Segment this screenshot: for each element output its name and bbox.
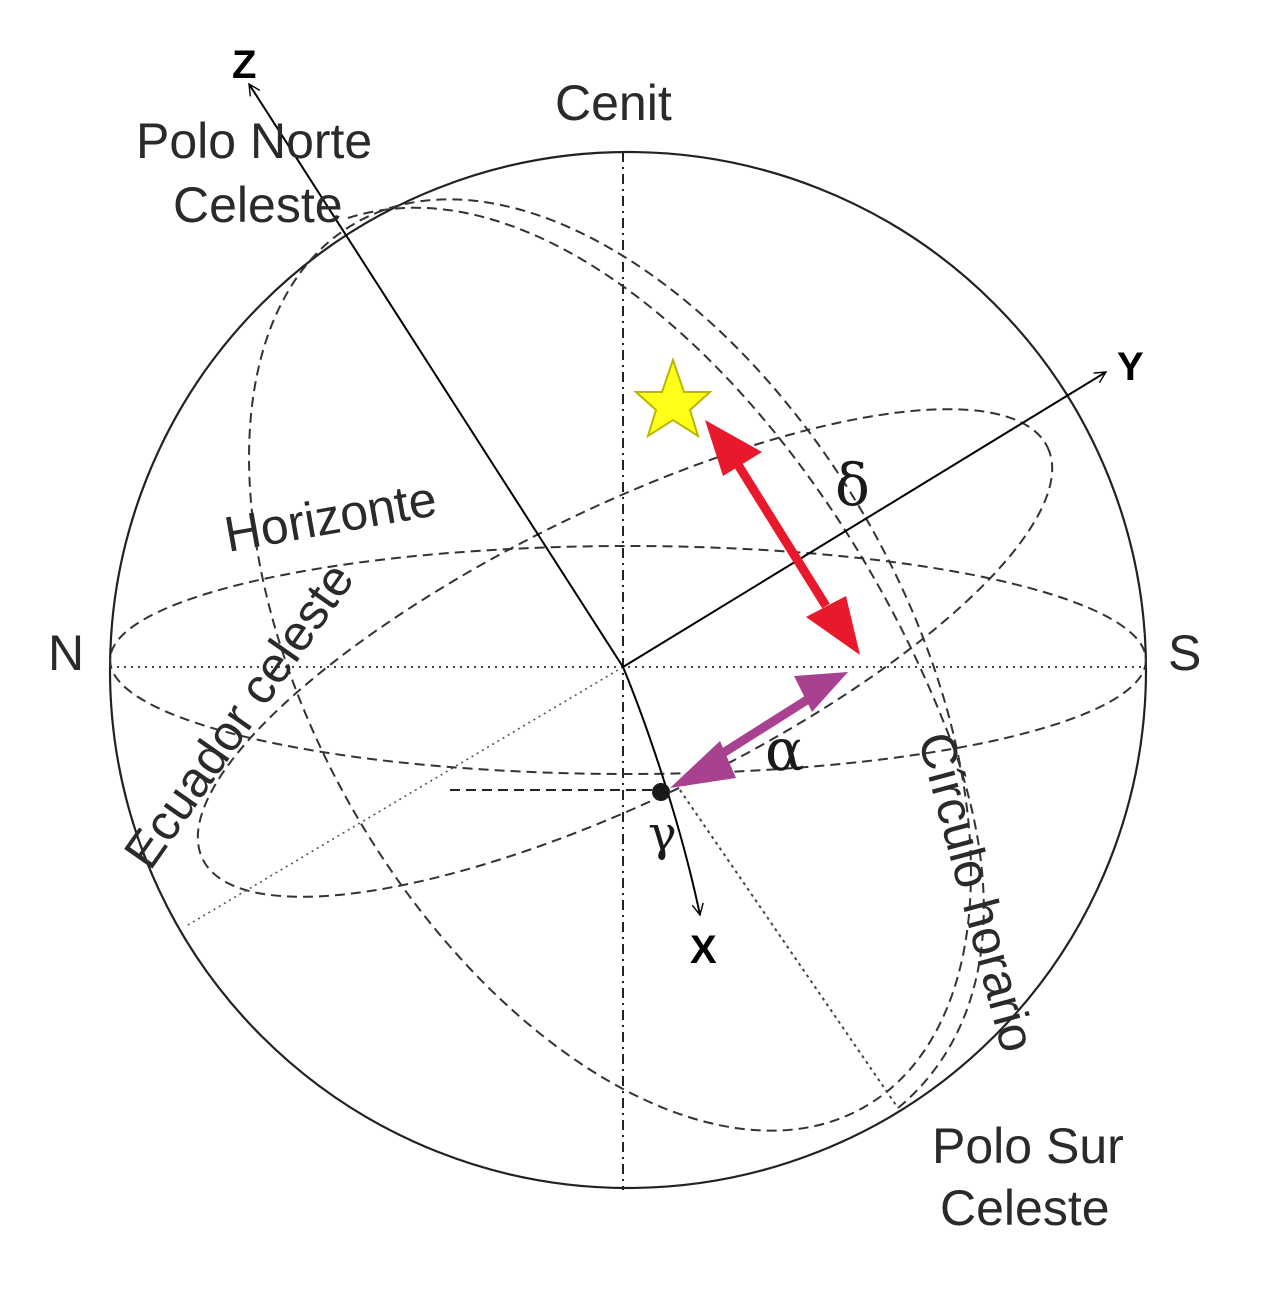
meridian-ellipse	[248, 198, 972, 1132]
center-to-equator-line	[187, 666, 624, 926]
south-pole-label-line2: Celeste	[940, 1180, 1110, 1236]
y-axis-label: Y	[1117, 345, 1144, 389]
zenith-label: Cenit	[555, 75, 672, 131]
south-label: S	[1168, 625, 1201, 681]
hour-circle-path	[347, 206, 985, 1109]
south-pole-label-line1: Polo Sur	[932, 1118, 1124, 1174]
horizon-label: Horizonte	[220, 471, 440, 563]
vernal-point-symbol: γ	[648, 806, 677, 862]
star-icon	[633, 356, 713, 439]
celestial-equator-label: Ecuador celeste	[113, 552, 365, 878]
y-axis-line	[622, 371, 1106, 668]
right-ascension-symbol: α	[765, 716, 804, 784]
right-ascension-arrow	[670, 672, 848, 788]
vernal-to-south-line	[679, 789, 899, 1109]
north-pole-label-line2: Celeste	[173, 177, 343, 233]
z-axis-line	[249, 84, 624, 668]
vernal-point-dot	[652, 783, 670, 801]
x-axis-label: X	[690, 928, 717, 972]
declination-arrow	[705, 420, 860, 655]
hour-circle-label: Círculo horario	[907, 726, 1046, 1057]
x-axis-line	[622, 666, 700, 915]
declination-symbol: δ	[835, 451, 870, 519]
horizon-ellipse	[109, 545, 1147, 775]
z-axis-label: Z	[232, 43, 256, 87]
north-label: N	[48, 625, 84, 681]
north-pole-label-line1: Polo Norte	[136, 113, 372, 169]
celestial-sphere-outline	[108, 150, 1148, 1190]
